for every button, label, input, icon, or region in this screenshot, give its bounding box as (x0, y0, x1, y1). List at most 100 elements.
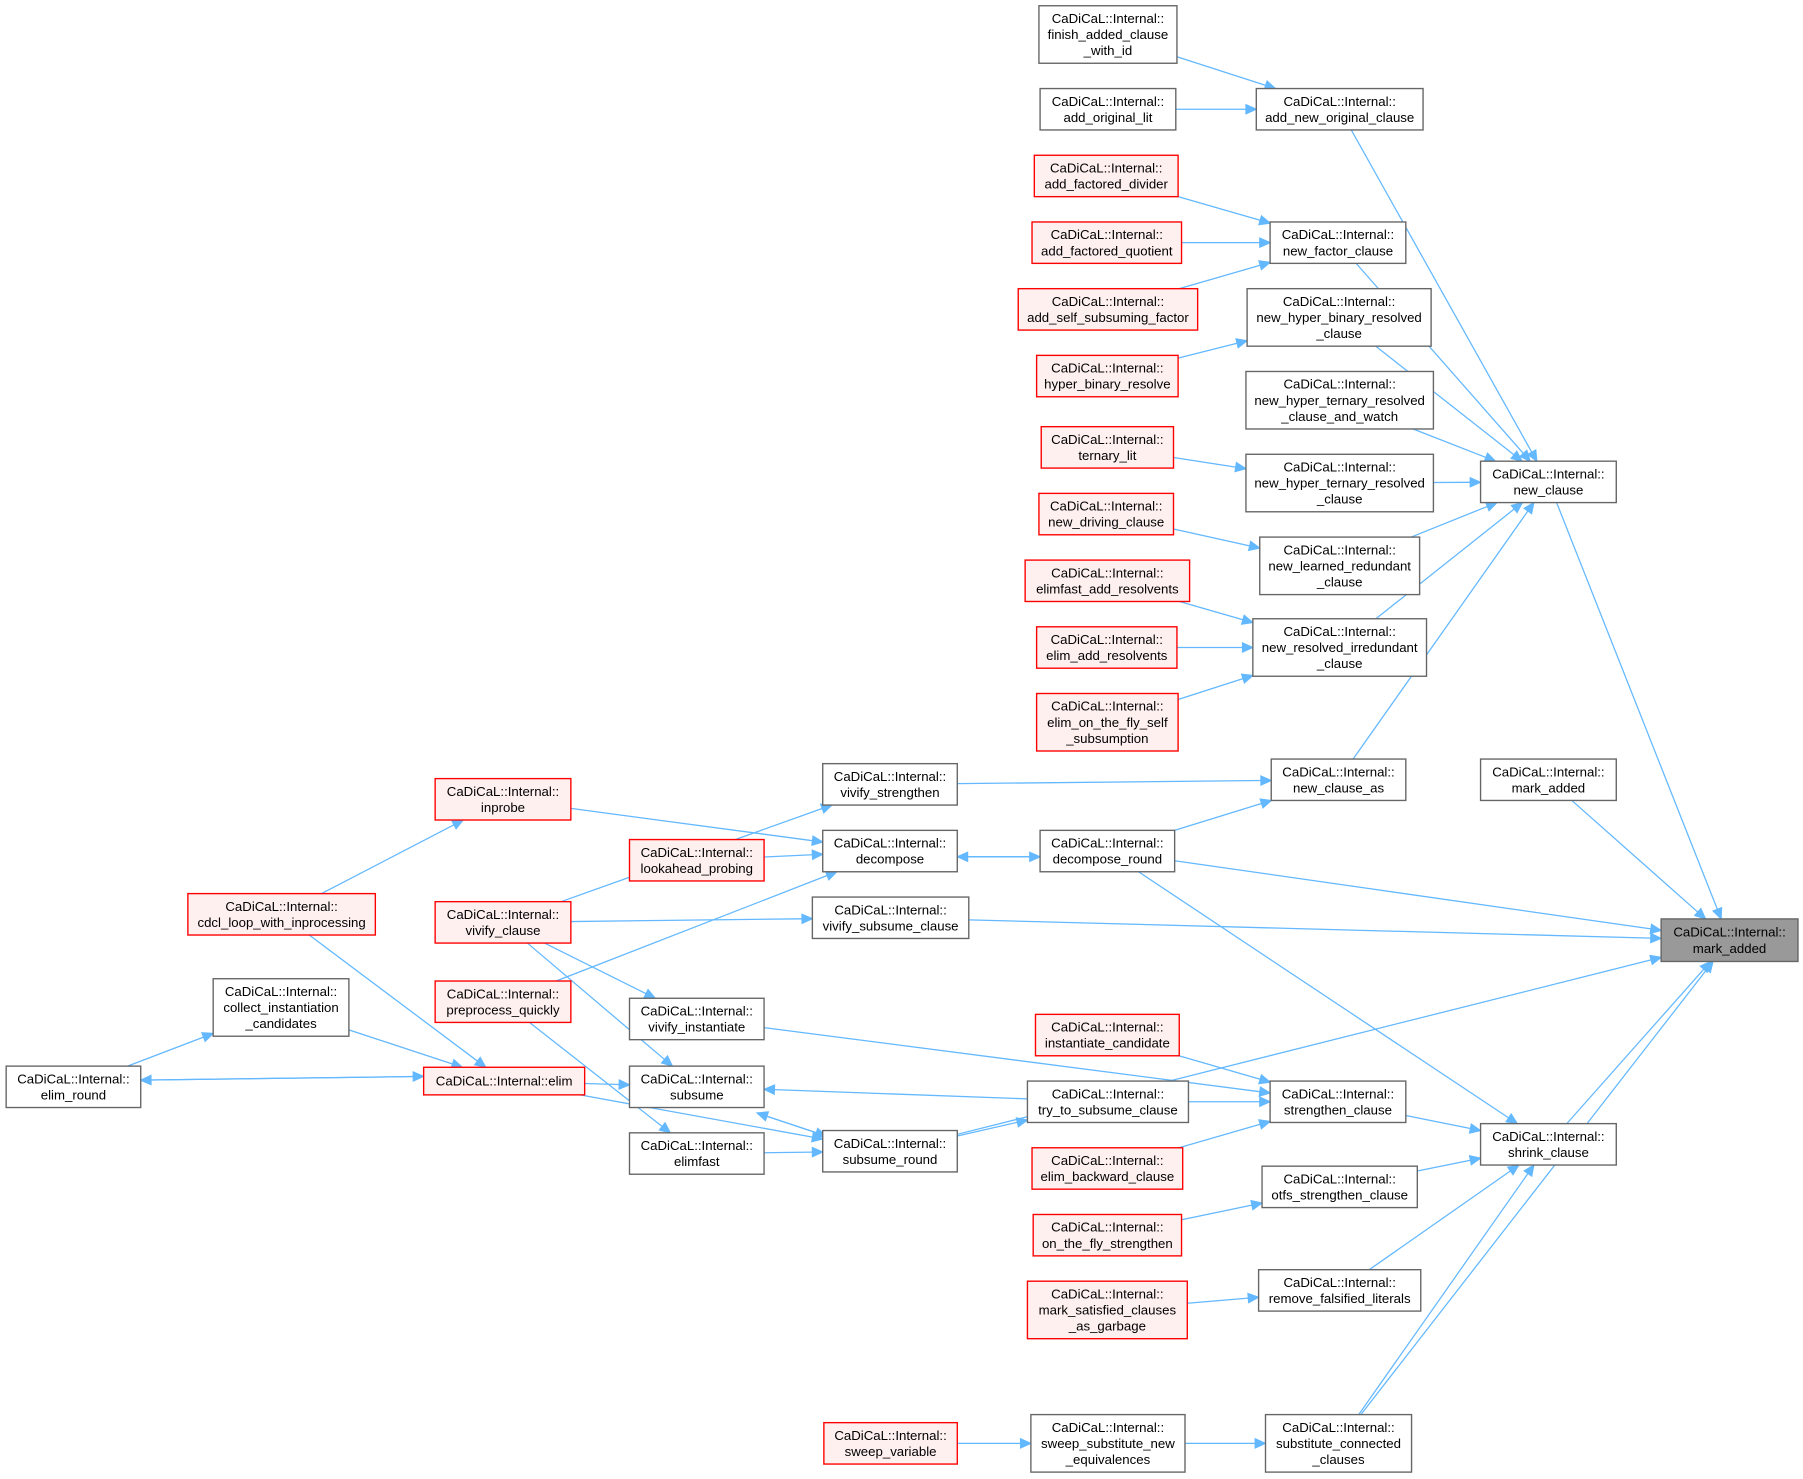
node-elim-backward-clause[interactable]: CaDiCaL::Internal::elim_backward_clause (1031, 1147, 1184, 1190)
node-elimfast-add-resolvents[interactable]: CaDiCaL::Internal::elimfast_add_resolven… (1024, 559, 1191, 603)
node-box (822, 1129, 958, 1173)
node-box (212, 978, 350, 1037)
node-add-original-lit[interactable]: CaDiCaL::Internal::add_original_lit (1039, 87, 1177, 131)
node-label: CaDiCaL::Internal:: (1050, 161, 1162, 176)
node-hyper-binary-resolve[interactable]: CaDiCaL::Internal::hyper_binary_resolve (1035, 354, 1179, 398)
node-preprocess-quickly[interactable]: CaDiCaL::Internal::preprocess_quickly (434, 980, 572, 1024)
arrowhead-icon (1258, 214, 1272, 226)
node-mark-satisfied-clauses-as-garbage[interactable]: CaDiCaL::Internal::mark_satisfied_clause… (1026, 1280, 1188, 1340)
node-add-self-subsuming-factor[interactable]: CaDiCaL::Internal::add_self_subsuming_fa… (1017, 287, 1199, 331)
node-elim-round[interactable]: CaDiCaL::Internal::elim_round (5, 1065, 142, 1109)
node-box (434, 900, 572, 944)
node-label: CaDiCaL::Internal:: (1673, 925, 1785, 940)
arrowhead-icon (473, 1056, 487, 1069)
node-shrink-clause[interactable]: CaDiCaL::Internal::shrink_clause (1479, 1122, 1617, 1166)
node-label: CaDiCaL::Internal:: (1051, 361, 1163, 376)
arrowhead-icon (1247, 1292, 1261, 1304)
node-elim[interactable]: CaDiCaL::Internal::elim (422, 1066, 586, 1096)
node-collect-instantiation-candidates[interactable]: CaDiCaL::Internal::collect_instantiation… (212, 978, 350, 1037)
node-vivify-subsume-clause[interactable]: CaDiCaL::Internal::vivify_subsume_clause (811, 896, 970, 940)
node-box (1034, 1013, 1180, 1057)
node-label: CaDiCaL::Internal:: (447, 986, 559, 1001)
node-box (628, 1065, 765, 1109)
node-label: new_learned_redundant (1268, 558, 1411, 573)
node-label: new_factor_clause (1283, 243, 1393, 258)
arrowhead-icon (1469, 476, 1482, 488)
arrowhead-icon (1510, 501, 1524, 514)
node-box (187, 892, 377, 936)
node-subsume[interactable]: CaDiCaL::Internal::subsume (628, 1065, 765, 1109)
node-label: CaDiCaL::Internal:: (1052, 1086, 1164, 1101)
node-label: elim_backward_clause (1040, 1169, 1174, 1184)
node-strengthen-clause[interactable]: CaDiCaL::Internal::strengthen_clause (1269, 1080, 1407, 1124)
node-new-clause-as[interactable]: CaDiCaL::Internal::new_clause_as (1270, 758, 1407, 802)
node-new-hyper-ternary-resolved-clause-and-watch[interactable]: CaDiCaL::Internal::new_hyper_ternary_res… (1245, 370, 1435, 430)
node-new-clause[interactable]: CaDiCaL::Internal::new_clause (1479, 460, 1617, 504)
node-label: _candidates (244, 1016, 317, 1031)
arrowhead-icon (1260, 775, 1273, 787)
node-new-resolved-irredundant-clause[interactable]: CaDiCaL::Internal::new_resolved_irredund… (1252, 618, 1428, 677)
node-label: remove_falsified_literals (1269, 1291, 1411, 1306)
node-ternary-lit[interactable]: CaDiCaL::Internal::ternary_lit (1040, 425, 1175, 469)
node-label: CaDiCaL::Internal:: (1051, 1153, 1163, 1168)
node-vivify-instantiate[interactable]: CaDiCaL::Internal::vivify_instantiate (628, 997, 765, 1041)
edge-collect-instantiation-candidates-to-elim (348, 1029, 453, 1065)
node-box (1038, 492, 1175, 536)
arrowhead-icon (1693, 907, 1707, 920)
node-add-new-original-clause[interactable]: CaDiCaL::Internal::add_new_original_clau… (1255, 87, 1424, 131)
node-label: _with_id (1083, 43, 1133, 58)
arrowhead-icon (660, 1054, 674, 1068)
node-label: CaDiCaL::Internal:: (1051, 699, 1163, 714)
node-box (1026, 1080, 1190, 1124)
node-lookahead-probing[interactable]: CaDiCaL::Internal::lookahead_probing (628, 838, 765, 882)
node-new-driving-clause[interactable]: CaDiCaL::Internal::new_driving_clause (1038, 492, 1175, 536)
node-label: CaDiCaL::Internal:: (1283, 94, 1395, 109)
node-label: _subsumption (1065, 731, 1148, 746)
node-label: CaDiCaL::Internal:: (641, 1004, 753, 1019)
node-label: finish_added_clause (1048, 27, 1169, 42)
arrowhead-icon (1258, 1073, 1272, 1085)
node-elim-on-the-fly-self-subsumption[interactable]: CaDiCaL::Internal::elim_on_the_fly_self_… (1035, 692, 1179, 752)
node-add-factored-quotient[interactable]: CaDiCaL::Internal::add_factored_quotient (1031, 221, 1183, 265)
node-vivify-clause[interactable]: CaDiCaL::Internal::vivify_clause (434, 900, 572, 944)
node-vivify-strengthen[interactable]: CaDiCaL::Internal::vivify_strengthen (822, 762, 958, 806)
node-new-hyper-ternary-resolved-clause[interactable]: CaDiCaL::Internal::new_hyper_ternary_res… (1245, 453, 1435, 513)
node-new-learned-redundant-clause[interactable]: CaDiCaL::Internal::new_learned_redundant… (1259, 536, 1421, 596)
node-label: sweep_variable (845, 1444, 937, 1459)
node-otfs-strengthen-clause[interactable]: CaDiCaL::Internal::otfs_strengthen_claus… (1261, 1165, 1418, 1209)
node-box (1255, 87, 1424, 131)
node-mark-added-other[interactable]: CaDiCaL::Internal::mark_added (1479, 758, 1617, 802)
node-elimfast[interactable]: CaDiCaL::Internal::elimfast (628, 1132, 765, 1175)
node-subsume-round[interactable]: CaDiCaL::Internal::subsume_round (822, 1129, 958, 1173)
node-cdcl-loop-with-inprocessing[interactable]: CaDiCaL::Internal::cdcl_loop_with_inproc… (187, 892, 377, 936)
node-label: CaDiCaL::Internal:: (225, 899, 337, 914)
node-sweep-substitute-new-equivalences[interactable]: CaDiCaL::Internal::sweep_substitute_new_… (1030, 1413, 1186, 1473)
node-remove-falsified-literals[interactable]: CaDiCaL::Internal::remove_falsified_lite… (1257, 1268, 1422, 1312)
node-decompose-round[interactable]: CaDiCaL::Internal::decompose_round (1039, 829, 1176, 873)
node-label: CaDiCaL::Internal:: (1051, 1286, 1163, 1301)
node-label: CaDiCaL::Internal:: (1282, 1420, 1394, 1435)
node-new-hyper-binary-resolved-clause[interactable]: CaDiCaL::Internal::new_hyper_binary_reso… (1246, 287, 1432, 347)
edge-elim-to-elim-round (150, 1075, 424, 1081)
node-instantiate-candidate[interactable]: CaDiCaL::Internal::instantiate_candidate (1034, 1013, 1180, 1057)
arrowhead-icon (1247, 540, 1262, 552)
arrowhead-icon (1649, 923, 1663, 935)
node-decompose[interactable]: CaDiCaL::Internal::decompose (822, 829, 958, 873)
node-elim-add-resolvents[interactable]: CaDiCaL::Internal::elim_add_resolvents (1035, 626, 1178, 669)
arrowhead-icon (450, 819, 465, 830)
node-box (1270, 758, 1407, 802)
node-sweep-variable[interactable]: CaDiCaL::Internal::sweep_variable (823, 1421, 958, 1465)
node-substitute-connected-clauses[interactable]: CaDiCaL::Internal::substitute_connected_… (1264, 1413, 1413, 1473)
node-label: CaDiCaL::Internal:: (1050, 499, 1162, 514)
node-label: CaDiCaL::Internal:: (641, 845, 753, 860)
node-try-to-subsume-clause[interactable]: CaDiCaL::Internal::try_to_subsume_clause (1026, 1080, 1190, 1124)
node-new-factor-clause[interactable]: CaDiCaL::Internal::new_factor_clause (1269, 221, 1407, 265)
node-box (1035, 626, 1178, 669)
edges-layer (127, 56, 1723, 1449)
node-inprobe[interactable]: CaDiCaL::Internal::inprobe (434, 777, 572, 821)
node-add-factored-divider[interactable]: CaDiCaL::Internal::add_factored_divider (1033, 154, 1179, 198)
node-on-the-fly-strengthen[interactable]: CaDiCaL::Internal::on_the_fly_strengthen (1032, 1213, 1183, 1257)
node-label: CaDiCaL::Internal:: (1282, 227, 1394, 242)
node-mark-added[interactable]: CaDiCaL::Internal::mark_added (1660, 918, 1799, 963)
node-finish-added-clause-with-id[interactable]: CaDiCaL::Internal::finish_added_clause_w… (1038, 5, 1178, 64)
